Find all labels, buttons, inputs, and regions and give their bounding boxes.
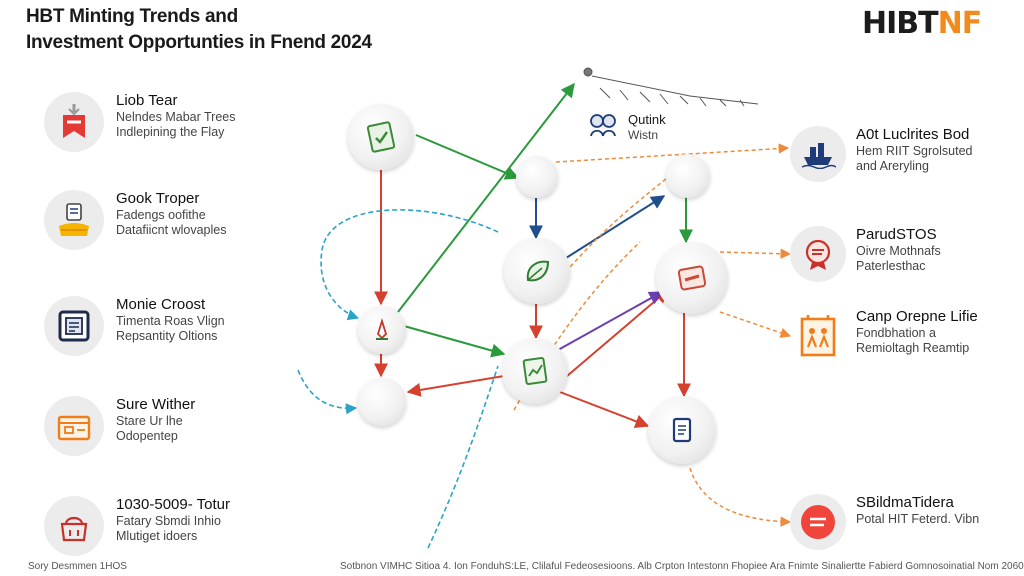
bag-icon (60, 516, 88, 542)
right-item-desc1-3: Fondbhation a (856, 326, 936, 340)
right-item-name-3: Canp Orepne Lifie (856, 308, 978, 325)
left-item-icon-4 (44, 396, 104, 456)
brand-logo-orange: NF (937, 6, 983, 41)
footer-left: Sory Desmmen 1HOS (28, 561, 127, 572)
node-pen[interactable] (358, 306, 406, 354)
right-item-name-2: ParudSTOS (856, 226, 937, 243)
left-item-5[interactable]: 1030-5009- Totur Fatary Sbmdi Inhio Mlut… (44, 496, 230, 556)
left-item-1[interactable]: Liob Tear Nelndes Mabar Trees Indlepinin… (44, 92, 236, 152)
leaf-icon (526, 260, 550, 282)
right-item-1[interactable]: A0t Luclrites Bod Hem RIIT Sgrolsuted an… (790, 126, 972, 182)
left-item-name-4: Sure Wither (116, 396, 196, 413)
right-item-desc2-2: Paterlesthac (856, 259, 926, 273)
wallet-icon (57, 415, 91, 441)
right-item-name-1: A0t Luclrites Bod (856, 126, 970, 143)
bookmark-icon (63, 104, 85, 138)
ship-icon (801, 143, 836, 169)
right-item-desc1-2: Oivre Mothnafs (856, 244, 941, 258)
right-item-desc2-3: Remioltagh Reamtip (856, 341, 970, 355)
quick-label: Qutink Wistn (588, 112, 666, 142)
left-item-desc2-3: Repsantity Oltions (116, 329, 218, 343)
right-item-4[interactable]: SBildmaTidera Potal HIT Feterd. Vibn (790, 494, 979, 550)
right-item-icon-3 (790, 308, 846, 364)
title-line-1: HBT Minting Trends and (26, 6, 238, 27)
card-icon (677, 265, 707, 291)
left-item-icon-5 (44, 496, 104, 556)
left-item-desc1-3: Timenta Roas Vlign (116, 314, 225, 328)
left-item-2[interactable]: Gook Troper Fadengs oofithe Datafiicnt w… (44, 190, 226, 250)
node-small-top[interactable] (516, 156, 558, 198)
left-item-desc1-2: Fadengs oofithe (116, 208, 206, 222)
brand-logo: HIBTNF (862, 6, 983, 41)
chart-doc-icon (522, 356, 548, 386)
left-item-name-3: Monie Croost (116, 296, 206, 313)
users-icon (590, 114, 616, 137)
right-item-icon-2 (790, 226, 846, 282)
footer-right: Sotbnon VIMHC Sitioa 4. Ion FonduhS:LE, … (340, 561, 1024, 572)
left-item-icon-1 (44, 92, 104, 152)
token-stack-icon (59, 203, 89, 236)
right-item-icon-1 (790, 126, 846, 182)
right-item-3[interactable]: Canp Orepne Lifie Fondbhation a Remiolta… (790, 308, 978, 364)
left-item-3[interactable]: Monie Croost Timenta Roas Vlign Repsanti… (44, 296, 225, 356)
left-item-desc1-5: Fatary Sbmdi Inhio (116, 514, 221, 528)
sketch-doodle (583, 67, 759, 107)
node-card[interactable] (656, 242, 728, 314)
clipboard-icon (672, 417, 692, 443)
pen-icon (376, 318, 388, 340)
left-item-desc2-5: Mlutiget idoers (116, 529, 198, 543)
left-item-desc1-1: Nelndes Mabar Trees (116, 110, 236, 124)
left-item-desc1-4: Stare Ur lhe (116, 414, 183, 428)
page-title: HBT Minting Trends and Investment Opport… (26, 4, 372, 56)
right-item-desc2-1: and Areryling (856, 159, 929, 173)
left-item-name-5: 1030-5009- Totur (116, 496, 230, 513)
quick-sub: Wistn (628, 128, 658, 142)
left-item-desc2-4: Odopentep (116, 429, 178, 443)
node-chart[interactable] (502, 338, 568, 404)
node-clipboard[interactable] (648, 396, 716, 464)
node-small-right[interactable] (666, 154, 710, 198)
right-item-desc1-4: Potal HIT Feterd. Vibn (856, 512, 980, 526)
right-item-desc1-1: Hem RIIT Sgrolsuted (856, 144, 973, 158)
people-icon (800, 315, 836, 357)
title-line-2: Investment Opportunties in Fnend 2024 (26, 32, 372, 53)
right-item-2[interactable]: ParudSTOS Oivre Mothnafs Paterlesthac (790, 226, 941, 282)
document-check-icon (366, 121, 396, 153)
node-blank[interactable] (358, 378, 406, 426)
left-item-name-2: Gook Troper (116, 190, 200, 207)
right-item-icon-4 (790, 494, 846, 550)
node-document[interactable] (348, 104, 414, 170)
quick-name: Qutink (628, 112, 666, 127)
chip-icon (58, 310, 90, 342)
left-item-desc2-2: Datafiicnt wlovaples (116, 223, 227, 237)
node-leaf[interactable] (504, 238, 570, 304)
left-item-4[interactable]: Sure Wither Stare Ur lhe Odopentep (44, 396, 195, 456)
left-item-name-1: Liob Tear (116, 92, 178, 109)
badge-icon (805, 239, 831, 270)
left-item-icon-3 (44, 296, 104, 356)
brand-logo-dark: HIBT (862, 6, 939, 41)
right-item-name-4: SBildmaTidera (856, 494, 954, 511)
left-item-icon-2 (44, 190, 104, 250)
left-item-desc2-1: Indlepining the Flay (116, 125, 225, 139)
coin-icon (801, 505, 835, 539)
